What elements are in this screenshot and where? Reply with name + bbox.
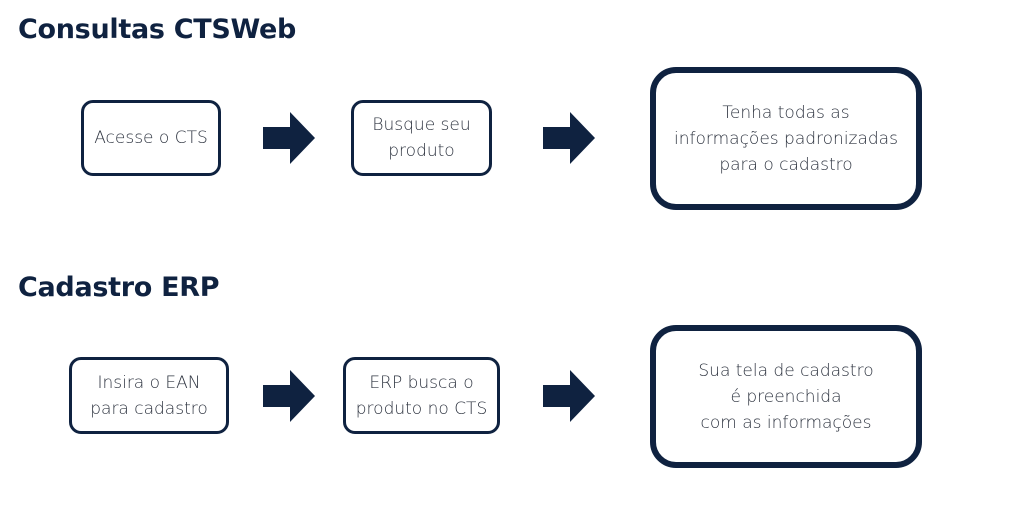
step-box-tela-preenchida: Sua tela de cadastro é preenchida com as… bbox=[650, 325, 922, 468]
right-arrow-icon bbox=[263, 370, 315, 422]
section-title-consultas: Consultas CTSWeb bbox=[18, 14, 297, 45]
step-box-insira-ean: Insira o EAN para cadastro bbox=[69, 357, 229, 434]
right-arrow-icon bbox=[543, 112, 595, 164]
step-label: ERP busca o produto no CTS bbox=[355, 372, 488, 419]
step-label: Acesse o CTS bbox=[94, 128, 208, 148]
step-label: Sua tela de cadastro é preenchida com as… bbox=[698, 360, 874, 433]
right-arrow-icon bbox=[543, 370, 595, 422]
step-box-acesse-cts: Acesse o CTS bbox=[81, 100, 221, 176]
step-label: Busque seu produto bbox=[372, 115, 471, 161]
right-arrow-icon bbox=[263, 112, 315, 164]
step-box-erp-busca: ERP busca o produto no CTS bbox=[343, 357, 500, 434]
section-title-cadastro-erp: Cadastro ERP bbox=[18, 272, 220, 303]
step-box-informacoes-padronizadas: Tenha todas as informações padronizadas … bbox=[650, 67, 922, 210]
step-label: Insira o EAN para cadastro bbox=[90, 372, 208, 419]
step-label: Tenha todas as informações padronizadas … bbox=[674, 102, 898, 175]
step-box-busque-produto: Busque seu produto bbox=[351, 100, 492, 176]
